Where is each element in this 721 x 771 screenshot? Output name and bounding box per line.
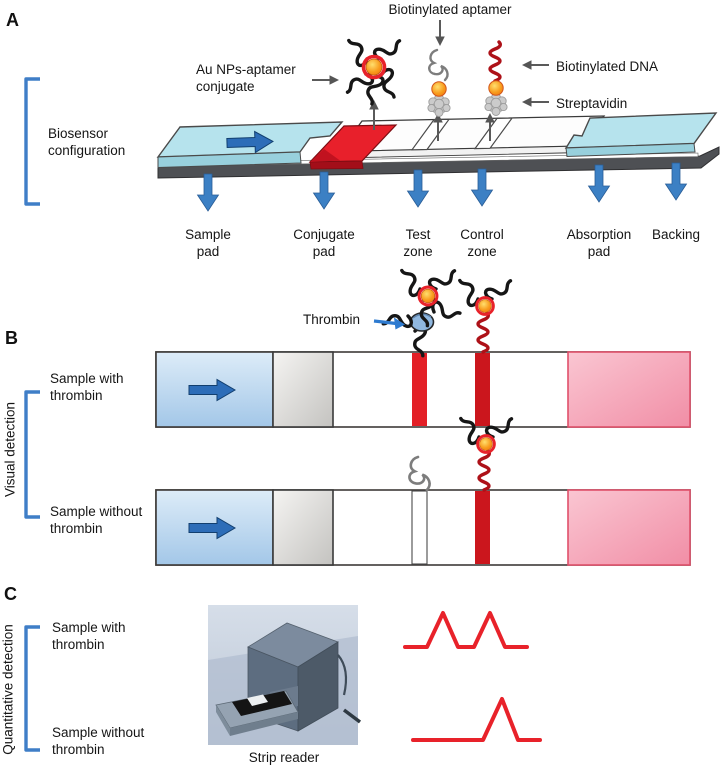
sample-with-thrombin-label-c: Sample with thrombin	[52, 620, 126, 652]
gold-nanoparticle-icon	[361, 54, 387, 80]
control-line	[475, 491, 490, 564]
panel-b-bracket	[24, 390, 40, 519]
test-zone-label: Test zone	[403, 227, 433, 259]
thrombin-label: Thrombin	[303, 312, 361, 327]
biotinylated-dna-icon	[488, 40, 503, 83]
conjugate-pad-arrow-icon	[313, 171, 335, 210]
signal-curve-without-thrombin	[411, 697, 542, 742]
cable	[337, 654, 348, 696]
biotin-bead-icon	[431, 81, 447, 97]
unbound-aptamer	[408, 455, 431, 492]
thrombin-complex-at-test-line	[381, 265, 462, 358]
absorption-pad-arrow-icon	[588, 164, 610, 203]
au-np-aptamer-conjugate-molecule	[342, 35, 405, 106]
up-arrow-icon	[485, 113, 495, 141]
up-arrow-icon	[433, 113, 443, 141]
strip-sample-without-thrombin	[155, 489, 691, 566]
panel-b-letter: B	[5, 328, 18, 348]
left-arrow-icon	[522, 97, 549, 107]
sample-without-thrombin-label: Sample without thrombin	[50, 504, 143, 536]
streptavidin-icon	[484, 92, 508, 116]
streptavidin-icon	[427, 93, 451, 117]
biotinylated-dna-label: Biotinylated DNA	[556, 59, 659, 74]
control-line	[475, 353, 490, 426]
absorption-pad-label: Absorption pad	[566, 227, 632, 259]
biotinylated-dna-icon	[477, 449, 492, 492]
test-zone-arrow-icon	[407, 169, 429, 208]
down-arrow-icon	[435, 20, 445, 46]
strip-sample-with-thrombin	[155, 351, 691, 428]
biotinylated-aptamer-icon	[408, 455, 431, 492]
control-zone-label: Control zone	[460, 227, 504, 259]
test-line	[412, 353, 427, 426]
control-zone-arrow-icon	[471, 168, 493, 207]
sample-without-thrombin-label-c: Sample without thrombin	[52, 725, 145, 757]
panel-c-letter: C	[4, 584, 17, 604]
conjugate-pad-label: Conjugate pad	[293, 227, 355, 259]
biotinylated-dna-icon	[476, 311, 491, 354]
up-arrow-icon	[369, 100, 379, 130]
right-arrow-icon	[312, 75, 339, 85]
control-zone-probe-molecule	[484, 40, 508, 116]
conjugate-pad	[272, 489, 334, 566]
biotinylated-aptamer-label: Biotinylated aptamer	[388, 2, 512, 17]
sample-with-thrombin-label: Sample with thrombin	[50, 371, 124, 403]
conjugate-pad	[272, 351, 334, 428]
thrombin-pointer-arrow	[373, 317, 405, 330]
lateral-flow-strip-3d	[156, 112, 720, 179]
biosensor-configuration-label: Biosensor configuration	[48, 126, 126, 158]
panel-a-bracket	[24, 77, 40, 206]
test-zone-probe-molecule	[427, 48, 451, 117]
backing-label: Backing	[651, 227, 701, 242]
panel-a-letter: A	[6, 10, 19, 30]
au-nps-aptamer-conjugate-label: Au NPs-aptamer conjugate	[196, 62, 296, 94]
strip-reader-caption: Strip reader	[248, 750, 320, 765]
strip-reader-photo	[208, 605, 362, 745]
panel-c-bracket	[24, 625, 40, 752]
left-arrow-icon	[522, 60, 549, 70]
gold-nanoparticle-icon	[475, 296, 495, 316]
sample-pad-arrow-icon	[197, 173, 219, 212]
quantitative-detection-label: Quantitative detection	[0, 624, 16, 755]
signal-curve-with-thrombin	[403, 611, 529, 649]
visual-detection-label: Visual detection	[2, 401, 18, 498]
gold-nanoparticle-icon	[476, 434, 496, 454]
dna-probe-complex-at-control-line-top	[458, 275, 516, 354]
sample-pad-label: Sample pad	[185, 227, 231, 259]
gold-nanoparticle-icon	[417, 285, 439, 307]
biotin-bead-icon	[488, 80, 504, 96]
absorption-pad	[567, 489, 691, 566]
streptavidin-label: Streptavidin	[556, 96, 628, 111]
callout-arrows	[312, 20, 549, 141]
empty-test-zone	[411, 490, 428, 565]
absorption-pad	[567, 351, 691, 428]
biotinylated-aptamer-icon	[428, 48, 449, 82]
